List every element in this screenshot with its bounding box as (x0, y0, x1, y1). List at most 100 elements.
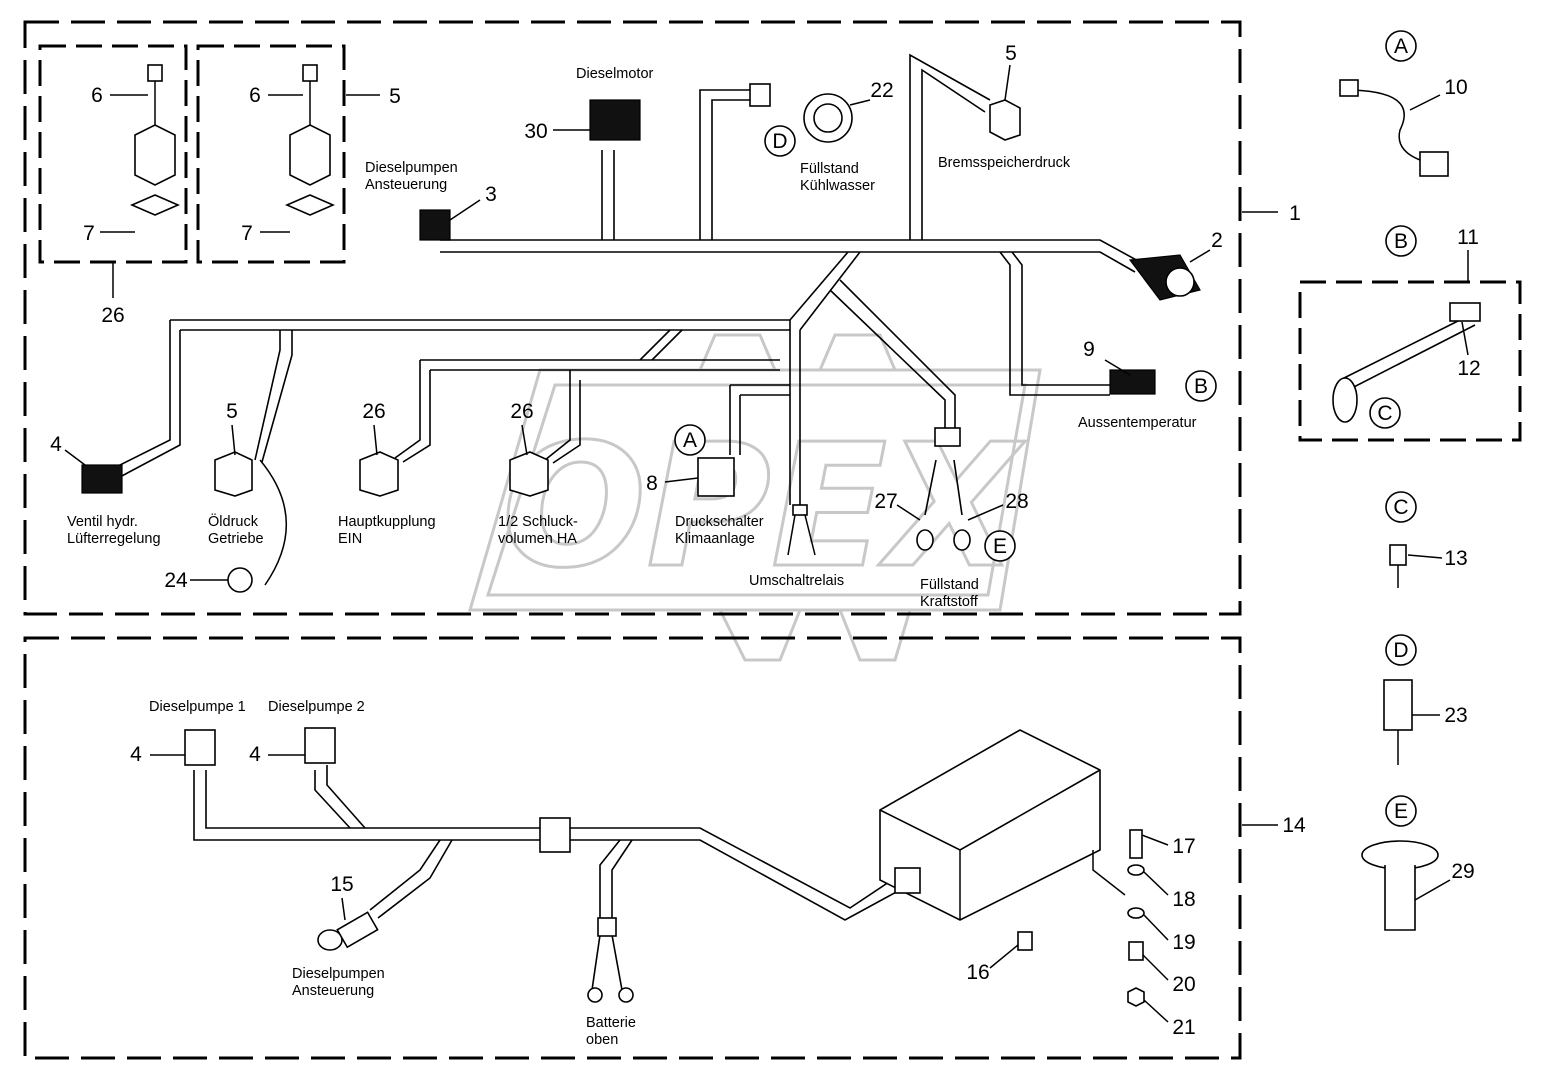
label-lower-ansteuerung: Ansteuerung (292, 983, 374, 999)
sensor-10 (1339, 79, 1449, 177)
fuel-sender-29 (1361, 840, 1439, 931)
coolant-sensor-22 (749, 83, 853, 143)
part-number: 23 (1444, 704, 1467, 727)
part-number: 5 (1005, 42, 1017, 65)
part-number: 26 (510, 400, 533, 423)
part-number: 10 (1444, 76, 1467, 99)
label-dieselpumpen: Dieselpumpen (365, 160, 458, 176)
callout-letters: A B C B C D D E E A (683, 35, 1409, 823)
label-kuehlwasser: Kühlwasser (800, 178, 875, 194)
label-lower-dieselpumpen: Dieselpumpen (292, 966, 385, 982)
opex-watermark-logo: OPEX (468, 333, 1042, 662)
part-number: 7 (241, 222, 253, 245)
part-number: 15 (330, 873, 353, 896)
part-number: 14 (1282, 814, 1306, 837)
connector-4-pump2 (304, 727, 336, 764)
connector-3 (419, 209, 451, 241)
plug-26-hauptkupplung (359, 451, 399, 497)
lower-harness-wires (193, 765, 901, 991)
solenoid-plug-6-right (284, 64, 336, 216)
callout-E-ref: E (1394, 800, 1408, 823)
label-bremsspeicherdruck: Bremsspeicherdruck (938, 155, 1071, 171)
part-number: 4 (50, 433, 62, 456)
relay-box (879, 729, 1101, 921)
part-number: 26 (101, 304, 124, 327)
part-number: 9 (1083, 338, 1095, 361)
part-number: 29 (1451, 860, 1474, 883)
leader-lines (64, 64, 1469, 1023)
washer-18 (1127, 864, 1145, 876)
callout-C-ref: C (1393, 496, 1408, 519)
frame-lower-harness (23, 636, 1242, 1060)
part-number: 13 (1444, 547, 1467, 570)
part-number: 6 (249, 84, 261, 107)
solenoid-plug-6-left (129, 64, 181, 216)
callout-B-ref: B (1394, 230, 1408, 253)
nut-21 (1127, 987, 1145, 1007)
label-klimaanlage: Klimaanlage (675, 531, 755, 547)
part-number: 18 (1172, 888, 1195, 911)
brake-pressure-plug-5 (989, 99, 1021, 141)
label-dieselpumpe-1: Dieselpumpe 1 (149, 699, 246, 715)
label-dieselpumpe-2: Dieselpumpe 2 (268, 699, 365, 715)
label-ein: EIN (338, 531, 362, 547)
part-number: 5 (389, 85, 401, 108)
label-oben: oben (586, 1032, 618, 1048)
screw-17 (1129, 829, 1143, 859)
part-number: 7 (83, 222, 95, 245)
sensor-harness-12 (1332, 302, 1481, 423)
part-number: 17 (1172, 835, 1195, 858)
battery-lead (587, 917, 634, 1003)
label-fuellstand-kr: Füllstand (920, 577, 979, 593)
label-batterie: Batterie (586, 1015, 636, 1031)
label-aussentemperatur: Aussentemperatur (1078, 415, 1197, 431)
part-number: 3 (485, 183, 497, 206)
fuel-level-sleeve (916, 427, 971, 551)
round-connector-2 (1128, 254, 1201, 301)
frame-main-harness (23, 20, 1242, 616)
part-number: 28 (1005, 490, 1028, 513)
callout-B-harness: B (1194, 375, 1208, 398)
part-number: 19 (1172, 931, 1195, 954)
connector-4-upper (81, 464, 123, 494)
part-number: 22 (870, 79, 893, 102)
part-number: 26 (362, 400, 385, 423)
label-ventil: Ventil hydr. (67, 514, 138, 530)
label-dieselmotor: Dieselmotor (576, 66, 654, 82)
relay-leads (787, 504, 816, 556)
callout-circles (674, 30, 1417, 827)
part-number: 11 (1457, 226, 1479, 249)
callout-A-harness: A (683, 429, 697, 452)
spacer-20 (1128, 941, 1144, 961)
label-oeldruck: Öldruck (208, 512, 259, 530)
part-numbers: 6 6 5 7 7 26 30 22 5 1 2 3 9 4 5 26 26 8… (50, 42, 1481, 1039)
frame-kit-11 (1298, 280, 1522, 442)
component-labels: Dieselmotor Dieselpumpen Ansteuerung Fül… (67, 66, 1197, 1048)
part-number: 5 (226, 400, 238, 423)
sensor-13 (1389, 544, 1407, 588)
connector-4-pump1 (184, 729, 216, 766)
sensor-23 (1383, 679, 1413, 765)
part-number: 4 (249, 743, 261, 766)
sensor-24 (227, 567, 253, 593)
connector-15 (317, 911, 379, 951)
washer-19 (1127, 907, 1145, 919)
part-number: 4 (130, 743, 142, 766)
part-number: 30 (524, 120, 547, 143)
part-number: 16 (966, 961, 989, 984)
label-ansteuerung: Ansteuerung (365, 177, 447, 193)
part-number: 21 (1172, 1016, 1195, 1039)
part-number: 8 (646, 472, 658, 495)
label-hauptkupplung: Hauptkupplung (338, 514, 436, 530)
connector-9 (1109, 369, 1156, 395)
part-number: 24 (164, 569, 188, 592)
label-volumen: volumen HA (498, 531, 577, 547)
main-harness-wires (109, 53, 1141, 516)
grommet (539, 817, 571, 853)
part-number: 27 (874, 490, 897, 513)
dieselmotor-connector-30 (589, 99, 641, 141)
callout-A-ref: A (1394, 35, 1408, 58)
part-number: 2 (1211, 229, 1223, 252)
label-druckschalter: Druckschalter (675, 514, 764, 530)
